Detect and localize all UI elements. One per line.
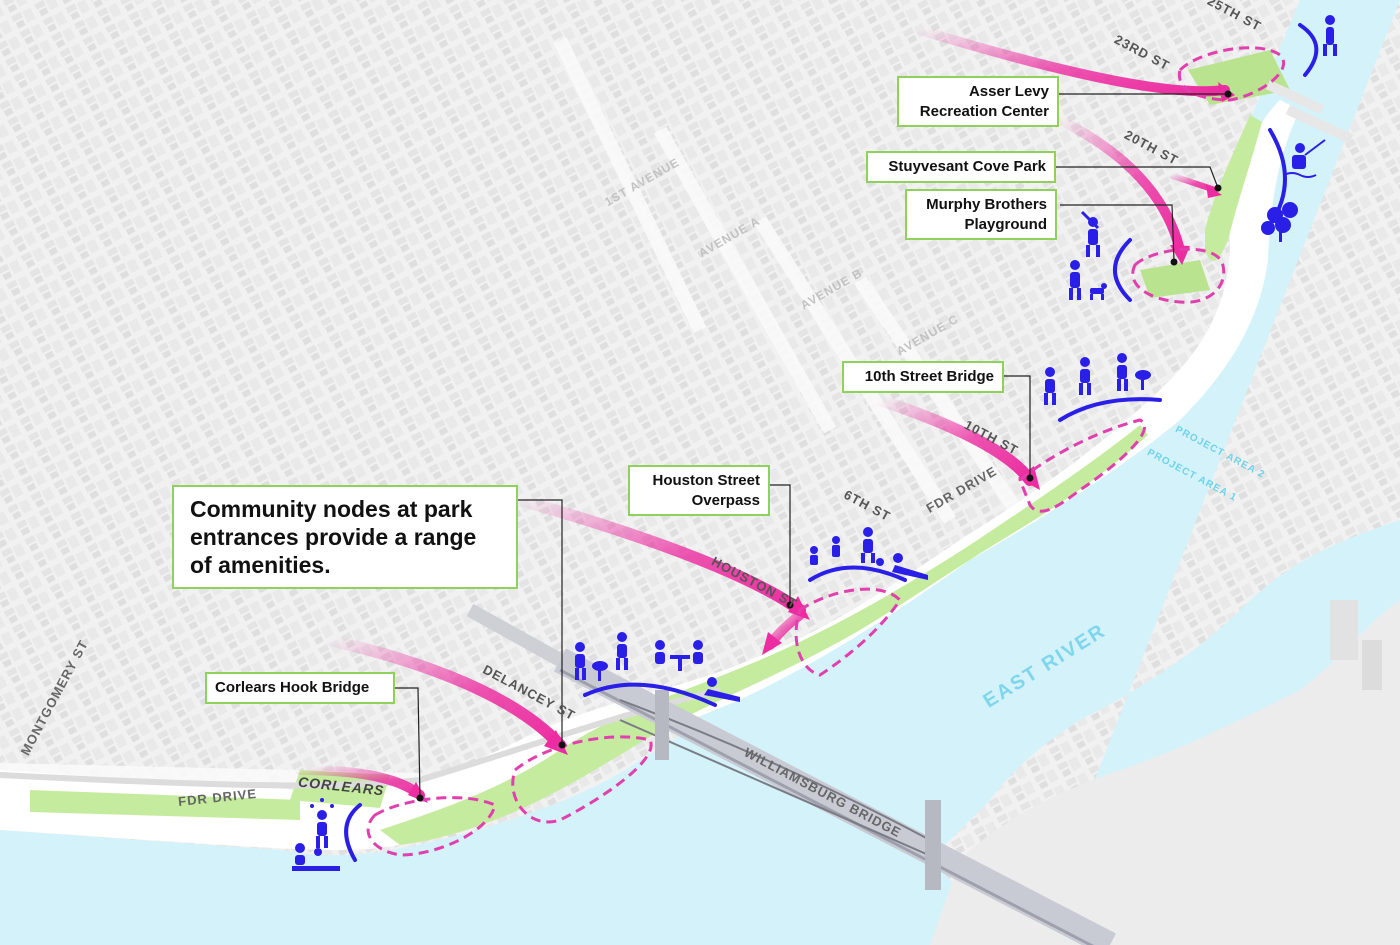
juggler-icon [310,798,334,848]
dog-walker-icon [1069,260,1107,300]
fishing-icon [1283,139,1326,178]
callout-stuyvesant-cove-park: Stuyvesant Cove Park [866,151,1056,183]
corlears-park-green [30,790,300,820]
tower-building [1362,640,1382,690]
williamsburg-bridge [466,603,1116,945]
leader-lines [395,93,1228,799]
tennis-player-icon [616,632,628,670]
lounging-person-icon [892,553,928,580]
baseball-player-icon [1080,210,1100,257]
community-node-outlines [366,46,1285,857]
flower-icon [1261,202,1298,242]
leader-dots [416,90,1232,802]
bbq-grill-icon [575,642,608,681]
murphy-green [1140,260,1210,298]
baseball-player-icon [1079,357,1091,395]
stuyvesant-cove-park-green [1205,115,1262,261]
callout-corlears-hook-bridge: Corlears Hook Bridge [205,672,395,704]
kids-playing-icon [810,536,840,565]
amenity-arcs [344,23,1319,862]
soccer-player-icon [861,527,884,566]
callout-houston-street-overpass: Houston Street Overpass [628,465,770,516]
brooklyn-shore [930,600,1400,945]
tennis-player-icon [1044,367,1056,405]
amenity-icons [292,15,1337,871]
piers [1265,80,1354,144]
picnic-table-icon [655,640,703,671]
corlears-green-block [290,770,390,808]
tower-building [1330,600,1358,660]
east-river-park [380,425,1148,845]
callout-10th-street-bridge: 10th Street Bridge [842,361,1004,393]
bbq-grill-icon [1117,353,1151,391]
callout-murphy-brothers: Murphy Brothers Playground [905,189,1057,240]
callout-asser-levy: Asser Levy Recreation Center [897,76,1059,127]
lounging-person-icon [704,677,740,702]
callout-community-nodes: Community nodes at park entrances provid… [172,485,518,590]
sitting-person-icon [292,843,340,871]
fdr-highway [0,687,721,789]
basketball-player-icon [1323,15,1337,56]
